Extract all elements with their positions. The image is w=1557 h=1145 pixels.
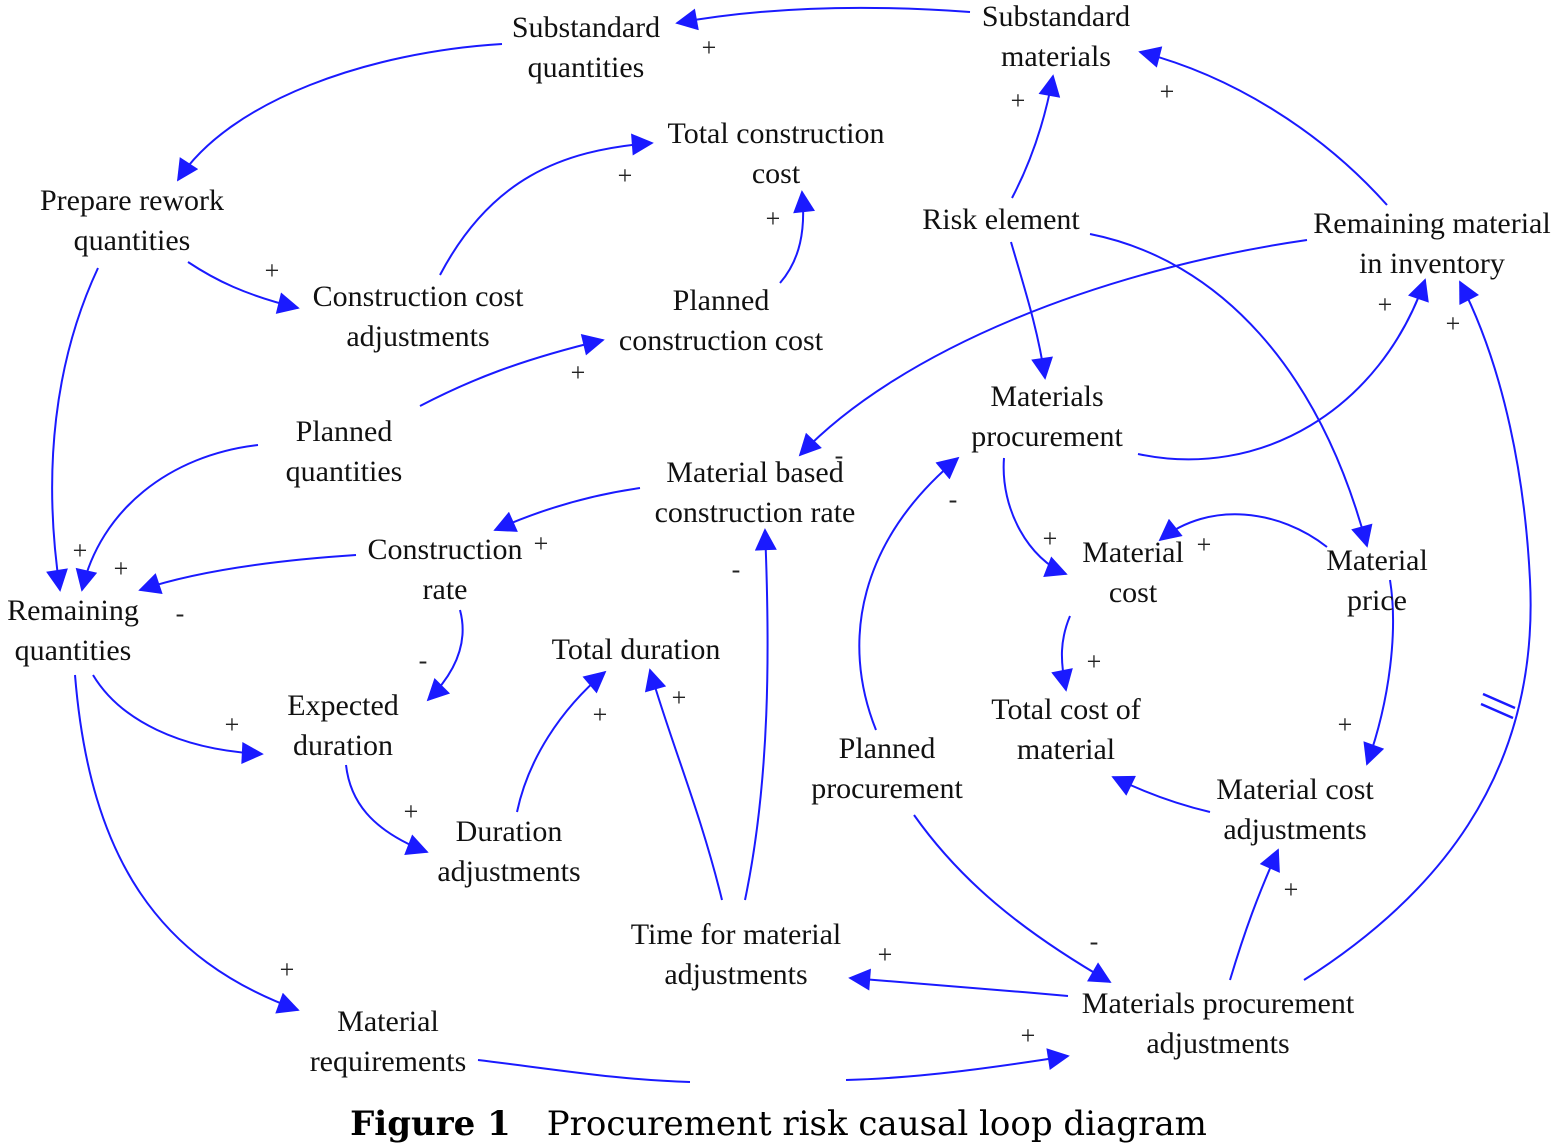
delay-mark [1480, 702, 1514, 720]
polarity-prepare-rework-to-construction-cost-adjustments: + [264, 256, 280, 285]
polarity-remaining-quantities-to-material-requirements: + [279, 955, 295, 984]
causal-link-arrow [477, 1059, 691, 1083]
causal-link-arrow [1138, 46, 1388, 206]
polarity-procurement-adjustments-to-time-for-adjustments: + [877, 940, 893, 969]
polarity-procurement-adjustments-to-material-cost-adjustments: + [1283, 875, 1299, 904]
polarity-expected-duration-to-duration-adjustments: + [403, 797, 419, 826]
causal-link-arrow [858, 456, 960, 731]
polarity-inventory-to-material-based-rate: - [834, 441, 844, 470]
polarity-material-based-rate-to-construction-rate: + [533, 529, 549, 558]
polarity-material-price-to-material-cost: + [1196, 530, 1212, 559]
causal-link-arrow [439, 133, 654, 276]
causal-link-arrow [644, 668, 723, 901]
delay-mark [1482, 692, 1516, 710]
causal-links [46, 6, 1532, 1083]
node-total-duration: Total duration [551, 633, 721, 666]
polarity-risk-element-to-substandard-materials: + [1010, 86, 1026, 115]
causal-link-arrow [426, 609, 464, 702]
causal-link-arrow [1303, 280, 1532, 981]
causal-link-arrow [1002, 457, 1068, 577]
causal-link-arrow [419, 334, 605, 407]
polarity-prepare-rework-to-remaining-quantities: + [72, 536, 88, 565]
causal-link-arrow [798, 239, 1308, 457]
causal-link-arrow [46, 267, 99, 592]
polarity-construction-rate-to-remaining-quantities: - [175, 599, 185, 628]
causal-link-arrow [1011, 74, 1061, 199]
polarity-planned-procurement-to-procurement-adjustments: - [1089, 927, 1099, 956]
polarity-inventory-to-substandard-materials: + [1159, 77, 1175, 106]
causal-link-arrow [516, 670, 607, 813]
causal-link-arrow [92, 674, 264, 764]
polarity-material-cost-to-total-cost-of-material: + [1086, 647, 1102, 676]
polarity-planned-construction-cost-to-total-cost: + [765, 204, 781, 233]
causal-link-arrow [1229, 848, 1280, 981]
polarity-planned-quantities-to-remaining-quantities: + [113, 554, 129, 583]
polarity-material-price-to-material-cost-adjustments: + [1337, 710, 1353, 739]
polarity-materials-procurement-to-inventory: + [1377, 290, 1393, 319]
causal-link-arrow [74, 674, 300, 1014]
causal-link-arrow [1363, 579, 1394, 766]
causal-link-arrow [845, 1048, 1070, 1081]
causal-link-arrow [345, 764, 429, 855]
polarity-construction-rate-to-expected-duration: - [418, 646, 428, 675]
polarity-remaining-quantities-to-expected-duration: + [224, 710, 240, 739]
causal-link-arrow [138, 554, 357, 595]
causal-link-arrow [1111, 775, 1211, 813]
causal-link-arrow [187, 261, 300, 314]
polarity-construction-cost-adjustments-to-total-cost: + [617, 161, 633, 190]
polarity-materials-procurement-to-material-cost: + [1042, 524, 1058, 553]
figure-caption: Figure 1 Procurement risk causal loop dia… [0, 1104, 1557, 1144]
polarity-time-for-adjustments-to-material-based-rate: - [731, 555, 741, 584]
causal-link-arrow [176, 43, 503, 182]
polarity-duration-adjustments-to-total-duration: + [592, 700, 608, 729]
causal-link-arrow [779, 190, 816, 284]
causal-link-arrow [848, 968, 1069, 997]
polarity-time-for-adjustments-to-total-duration: + [671, 683, 687, 712]
causal-link-arrow [744, 528, 777, 901]
polarity-substandard-materials-to-substandard-quantities: + [701, 33, 717, 62]
causal-link-arrow [913, 814, 1112, 983]
caption-label: Figure 1 [350, 1104, 511, 1144]
polarity-material-requirements-to-procurement-adjustments: + [1020, 1021, 1036, 1050]
causal-link-arrow [75, 444, 259, 592]
causal-link-arrow [675, 6, 971, 31]
polarity-planned-quantities-to-planned-construction-cost: + [570, 358, 586, 387]
causal-link-arrow [1158, 513, 1328, 548]
causal-link-arrow [493, 487, 641, 532]
causal-link-arrow [1051, 615, 1073, 692]
caption-title: Procurement risk causal loop diagram [546, 1104, 1207, 1144]
node-risk-element: Risk element [922, 203, 1080, 236]
polarity-procurement-adjustments-to-inventory: + [1445, 309, 1461, 338]
causal-link-arrow [1010, 241, 1053, 380]
causal-link-arrow [1089, 233, 1373, 548]
causal-link-arrow [1137, 278, 1429, 461]
polarity-planned-procurement-to-materials-procurement: - [948, 485, 958, 514]
